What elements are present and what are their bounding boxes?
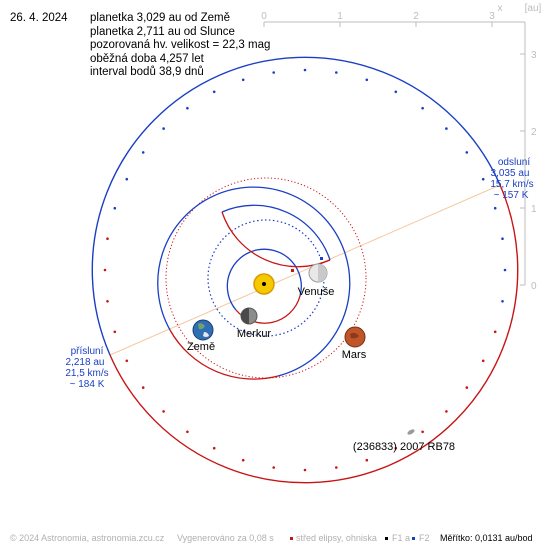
aphelion-temperature: ~ 157 K — [494, 190, 529, 201]
orbit-point — [445, 127, 448, 130]
legend-f2-marker — [412, 537, 415, 540]
orbit-point — [241, 78, 245, 82]
orbit-point — [481, 359, 485, 363]
earth — [192, 319, 214, 341]
orbit-point — [106, 237, 109, 240]
aphelion-title: odsluní — [498, 157, 530, 168]
aphelion-info: odsluní 3,035 au 15,7 km/s ~ 157 K — [490, 157, 533, 201]
orbit-point — [394, 90, 398, 94]
orbit-point — [335, 466, 338, 469]
footer-generated: Vygenerováno za 0,08 s — [177, 533, 274, 543]
x-tick-3: 3 — [489, 11, 495, 22]
perihelion-info: přísluní 2,218 au 21,5 km/s ~ 184 K — [65, 346, 108, 390]
asteroid-orbit — [91, 56, 519, 484]
orbit-point — [125, 359, 129, 363]
orbit-point — [303, 468, 307, 472]
ellipse-center-marker — [291, 269, 294, 272]
y-tick-3: 3 — [531, 50, 537, 61]
orbit-point — [113, 206, 117, 210]
orbit-point — [465, 386, 469, 389]
orbit-point — [186, 106, 189, 110]
info-block: planetka 3,029 au od Země planetka 2,711… — [90, 12, 270, 80]
orbit-point — [365, 78, 369, 82]
orbit-point — [103, 268, 107, 272]
info-period: oběžná doba 4,257 let — [90, 52, 204, 65]
x-tick-0: 0 — [261, 11, 267, 22]
orbit-point — [106, 300, 109, 303]
x-axis-label: x — [498, 3, 503, 14]
footer-legend-center: střed elipsy, ohniska — [296, 533, 377, 543]
x-tick-1: 1 — [337, 11, 343, 22]
legend-f1-marker — [385, 537, 388, 540]
orbit-point — [113, 330, 117, 334]
focus-marker — [320, 257, 323, 260]
venus — [308, 263, 328, 283]
orbit-point — [186, 430, 189, 434]
perihelion-title: přísluní — [71, 346, 104, 357]
sun — [253, 273, 275, 295]
orbit-point — [125, 177, 129, 181]
orbit-point — [501, 237, 504, 240]
orbit-point — [481, 177, 485, 181]
y-tick-1: 1 — [531, 204, 537, 215]
asteroid-label: (236833) 2007 RB78 — [353, 441, 455, 453]
asteroid — [407, 429, 415, 435]
orbit-point — [465, 151, 469, 154]
orbit-point — [421, 106, 424, 110]
orbit-point — [141, 151, 145, 154]
orbit-point — [162, 127, 165, 130]
axes: 0 1 2 3 x [au] 3 2 1 0 — [261, 3, 541, 292]
footer-copyright: © 2024 Astronomia, astronomia.zcu.cz — [10, 533, 165, 543]
apsis-line — [109, 184, 501, 356]
y-tick-2: 2 — [531, 127, 537, 138]
footer-scale: Měřítko: 0,0131 au/bod — [440, 533, 533, 543]
orbit-point — [503, 268, 507, 272]
perihelion-speed: 21,5 km/s — [65, 368, 108, 379]
info-magnitude: pozorovaná hv. velikost = 22,3 mag — [90, 39, 271, 51]
orbit-point — [445, 410, 448, 413]
orbit-point — [501, 300, 504, 303]
orbit-point — [421, 430, 424, 434]
orbit-point — [303, 68, 307, 72]
footer-legend-f1: F1 a — [392, 533, 411, 543]
x-tick-2: 2 — [413, 11, 419, 22]
mercury-label: Merkur — [237, 328, 272, 340]
orbit-point — [241, 458, 245, 462]
aphelion-speed: 15,7 km/s — [490, 179, 533, 190]
mercury — [240, 307, 258, 325]
orbit-point — [335, 71, 338, 74]
aphelion-distance: 3,035 au — [491, 168, 530, 179]
mars-orbit-ellipse — [221, 204, 331, 268]
y-tick-0: 0 — [531, 281, 537, 292]
footer-legend-f2: F2 — [419, 533, 430, 543]
orbit-point — [493, 206, 497, 210]
orbit-point — [272, 71, 276, 74]
info-interval: interval bodů 38,9 dnů — [90, 66, 204, 78]
perihelion-distance: 2,218 au — [66, 357, 105, 368]
legend-center-marker — [290, 537, 293, 540]
perihelion-temperature: ~ 184 K — [70, 379, 105, 390]
orbit-point — [365, 458, 369, 462]
orbit-point — [493, 330, 497, 334]
earth-orbit — [157, 186, 351, 380]
orbit-point — [141, 386, 145, 389]
venus-label: Venuše — [298, 286, 335, 298]
info-earth-distance: planetka 3,029 au od Země — [90, 12, 231, 24]
info-sun-distance: planetka 2,711 au od Slunce — [90, 25, 235, 38]
orbit-point — [272, 466, 276, 469]
earth-label: Země — [187, 341, 215, 353]
mars — [344, 326, 366, 348]
unit-label: [au] — [525, 3, 542, 14]
orbit-point — [212, 90, 216, 94]
asteroid-orbit-points — [103, 68, 507, 472]
orbit-point — [162, 410, 165, 413]
orbit-point — [212, 446, 216, 450]
date-label: 26. 4. 2024 — [10, 12, 68, 24]
mars-label: Mars — [342, 349, 367, 361]
orbit-point — [394, 446, 398, 450]
